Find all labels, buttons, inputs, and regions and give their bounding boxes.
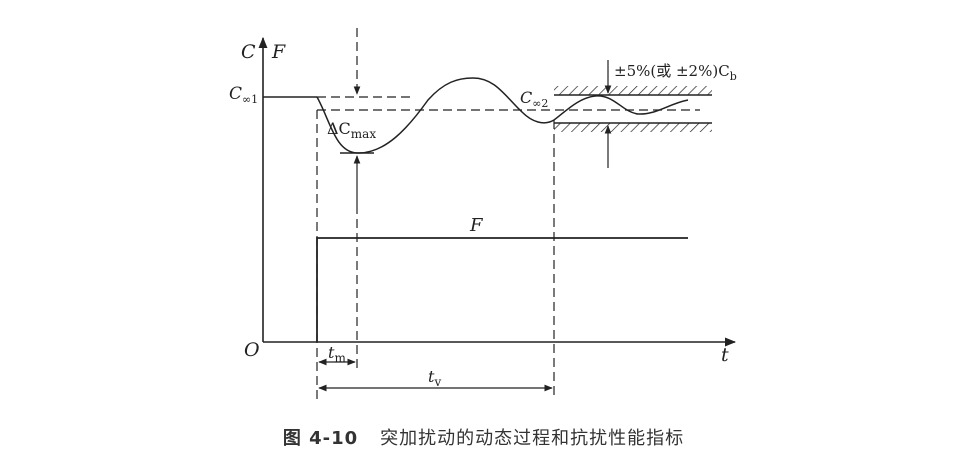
f-curve-label: F [469,215,484,236]
figure-title: 突加扰动的动态过程和抗扰性能指标 [380,428,685,449]
origin-label: O [244,339,260,361]
tolerance-band-lower-hatch [554,123,712,132]
disturbance-step-f [316,237,688,342]
figure-caption: 图 4-10 突加扰动的动态过程和抗扰性能指标 [0,424,967,450]
tolerance-band-upper-hatch [554,86,712,95]
y-axis-label-f: F [271,41,286,63]
delta-c-max-label: ΔCmax [327,119,376,141]
tv-label: tv [428,367,441,389]
x-axis-label: t [721,344,729,366]
c-inf1-label: C∞1 [229,84,258,106]
response-curve [316,77,689,154]
tolerance-label: ±5%(或 ±2%)Cb [614,62,737,83]
c-inf2-label: C∞2 [520,88,548,110]
y-axis-label-c: C [241,41,256,63]
figure-number: 图 4-10 [282,428,359,449]
tm-label: tm [328,343,346,365]
